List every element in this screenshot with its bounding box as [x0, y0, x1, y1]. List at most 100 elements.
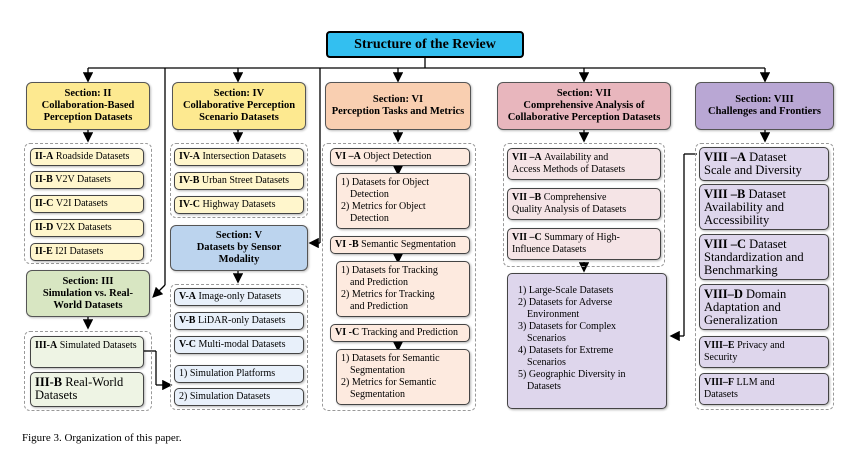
section-vii-label: Section: VII [556, 88, 612, 99]
item-vi-a-key: VI –A [335, 151, 361, 162]
item-v-b-text: LiDAR-only Datasets [197, 315, 286, 326]
section-viii-group [695, 143, 834, 410]
item-vii-c-text-2: Influence Datasets [512, 244, 587, 255]
item-iii-a: III-A Simulated Datasets [30, 336, 144, 368]
item-vii-c: VII –C Summary of High-Influence Dataset… [507, 228, 661, 260]
vii-list-1: 1) Large-Scale Datasets [518, 285, 614, 296]
item-ii-b: II-B V2V Datasets [30, 171, 144, 189]
section-vi-label: Section: VI [372, 94, 424, 105]
vi-c-sub-2b: Segmentation [350, 389, 405, 400]
item-iii-a-text: Simulated Datasets [59, 340, 137, 351]
item-ii-c-text: V2I Datasets [55, 198, 108, 209]
item-viii-f-key: VIII–F [704, 377, 735, 388]
item-iv-b-key: IV-B [179, 175, 200, 186]
item-iv-c-text: Highway Datasets [202, 199, 276, 210]
item-viii-d-text-3: Generalization [704, 313, 778, 327]
item-viii-e-text-1: Privacy and [737, 340, 785, 351]
item-viii-f-text-2: Datasets [704, 389, 738, 400]
item-ii-d-text: V2X Datasets [55, 222, 112, 233]
item-v-c: V-C Multi-modal Datasets [174, 336, 304, 354]
item-viii-b-text-2: Availability and [704, 200, 784, 214]
item-vii-b-key: VII –B [512, 192, 542, 203]
vi-c-sub-1: 1) Datasets for Semantic [341, 353, 440, 364]
item-viii-b-key: VIII –B [704, 187, 746, 201]
section-v-group [170, 284, 308, 410]
section-v-title-1: Datasets by Sensor [196, 242, 282, 253]
section-iii-group [24, 331, 152, 411]
figure-caption: Figure 3. Organization of this paper. [22, 432, 182, 444]
item-vii-a-text-1: Availability and [544, 152, 609, 163]
item-iv-b: IV-B Urban Street Datasets [174, 172, 304, 190]
vii-list-4b: Scenarios [527, 357, 566, 368]
item-vi-b-text: Semantic Segmentation [361, 239, 456, 250]
vii-list-5: 5) Geographic Diversity in [518, 369, 626, 380]
item-v-b-key: V-B [179, 315, 196, 326]
item-iv-c: IV-C Highway Datasets [174, 196, 304, 214]
section-vii-group [503, 143, 665, 267]
section-iii-title-2: World Datasets [53, 299, 123, 311]
item-vi-a-text: Object Detection [363, 151, 432, 162]
item-iii-b-key: III-B [35, 375, 63, 389]
item-vi-c-text: Tracking and Prediction [361, 327, 458, 338]
item-viii-e-text-2: Security [704, 352, 738, 363]
item-vi-c-key: VI -C [335, 327, 360, 338]
item-ii-c: II-C V2I Datasets [30, 195, 144, 213]
item-ii-a: II-A Roadside Datasets [30, 148, 144, 166]
item-ii-e: II-E I2I Datasets [30, 243, 144, 261]
item-viii-a-text-1: Dataset [749, 150, 787, 164]
section-iv-title-1: Collaborative Perception [182, 100, 296, 111]
vi-c-sub-2: 2) Metrics for Semantic [341, 377, 437, 388]
vi-b-sub-2: 2) Metrics for Tracking [341, 289, 435, 300]
item-ii-e-text: I2I Datasets [55, 246, 104, 257]
item-iv-a-text: Intersection Datasets [202, 151, 287, 162]
section-iv-label: Section: IV [213, 88, 265, 99]
section-v-title-2: Modality [218, 254, 260, 265]
item-viii-b-text-3: Accessibility [704, 213, 770, 227]
item-ii-d: II-D V2X Datasets [30, 219, 144, 237]
item-ii-b-key: II-B [35, 174, 53, 185]
vi-a-sub-1b: Detection [350, 189, 389, 200]
vii-list-4: 4) Datasets for Extreme [518, 345, 614, 356]
item-vii-c-text-1: Summary of High- [544, 232, 620, 243]
item-iii-a-key: III-A [35, 340, 58, 351]
item-viii-d-text-2: Adaptation and [704, 300, 781, 314]
section-iv-group [170, 143, 308, 218]
item-v-a: V-A Image-only Datasets [174, 288, 304, 306]
section-ii-title-1: Collaboration-Based [41, 100, 135, 111]
section-iii-label: Section: III [62, 275, 114, 287]
section-ii-group [24, 143, 152, 264]
section-iv-title-2: Scenario Datasets [199, 112, 279, 123]
item-viii-c-text-2: Standardization and [704, 250, 804, 264]
item-iv-c-key: IV-C [179, 199, 200, 210]
item-vi-b: VI -B Semantic Segmentation [330, 236, 470, 254]
section-iii-title-1: Simulation vs. Real- [42, 287, 134, 299]
item-iv-a-key: IV-A [179, 151, 200, 162]
item-iii-b-text: Real-World Datasets [35, 375, 124, 402]
item-viii-a-key: VIII –A [704, 150, 747, 164]
section-vii-title-1: Comprehensive Analysis of [523, 100, 645, 111]
item-vi-b-key: VI -B [335, 239, 359, 250]
item-iv-b-text: Urban Street Datasets [201, 175, 290, 186]
vi-a-sub-2: 2) Metrics for Object [341, 201, 426, 212]
item-v-c-text: Multi-modal Datasets [198, 339, 286, 350]
vi-b-sub-1b: and Prediction [350, 277, 409, 288]
review-title: Structure of the Review [326, 31, 524, 58]
item-vi-c: VI -C Tracking and Prediction [330, 324, 470, 342]
vi-a-sub-1: 1) Datasets for Object [341, 177, 430, 188]
item-vii-a-text-2: Access Methods of Datasets [512, 164, 626, 175]
item-ii-d-key: II-D [35, 222, 54, 233]
vii-list-3: 3) Datasets for Complex [518, 321, 617, 332]
